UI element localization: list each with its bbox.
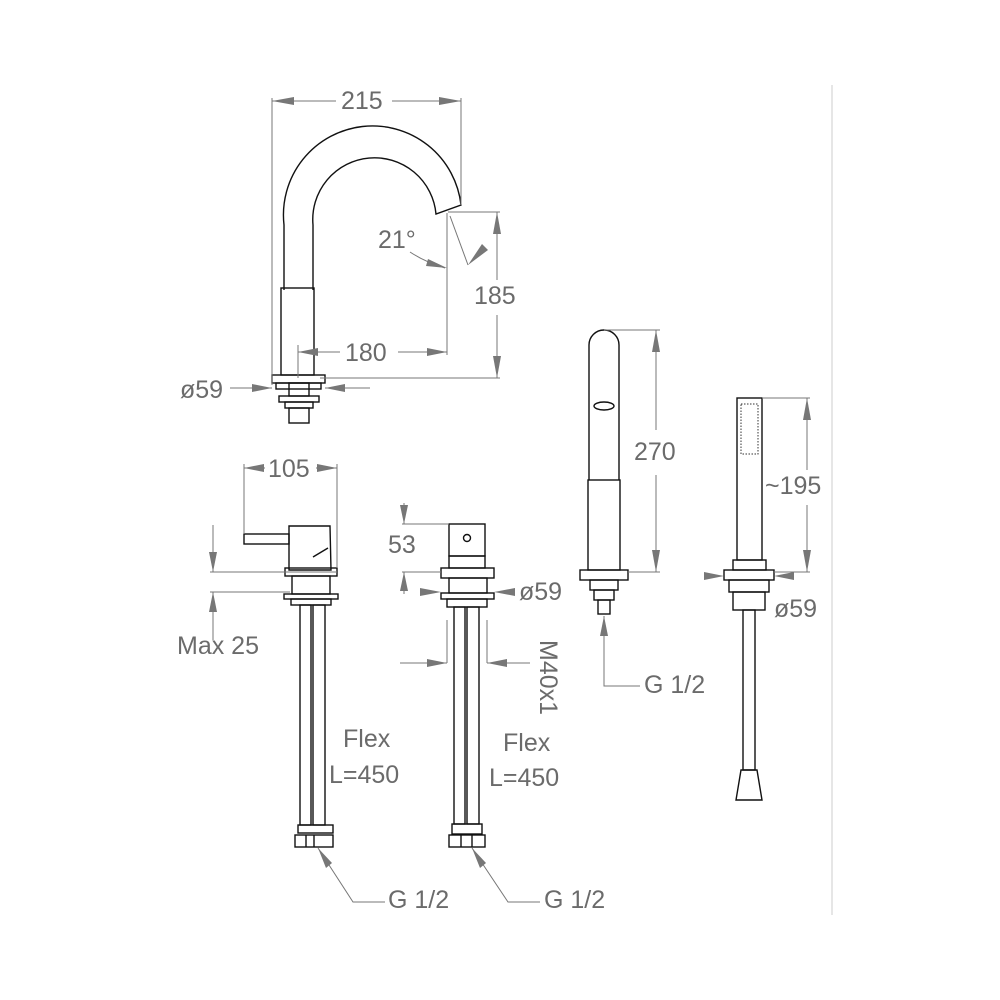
- diverter-diameter-label: ø59: [519, 578, 563, 606]
- diverter-thread-label: M40x1: [534, 640, 562, 716]
- mixer-hose-length-label: L=450: [329, 761, 400, 789]
- hand-shower-height-label: ~195: [765, 472, 822, 500]
- hand-shower-drawing: [723, 397, 775, 801]
- diverter-hose-length-label: L=450: [489, 764, 560, 792]
- mixer-hose-label: Flex: [343, 725, 391, 753]
- diverter-hose-label: Flex: [503, 729, 551, 757]
- mixer-connection-label: G 1/2: [388, 886, 450, 914]
- handle-height-label: 270: [634, 438, 676, 466]
- spout-height-label: 185: [474, 282, 516, 310]
- diverter-dimensions: [400, 503, 540, 903]
- mixer-width-label: 105: [268, 455, 310, 483]
- handle-dimensions: [600, 329, 660, 687]
- spout-width-label: 215: [341, 87, 383, 115]
- mixer-dimensions: [209, 464, 385, 903]
- diverter-drawing: [440, 523, 495, 848]
- spout-reach-label: 180: [345, 339, 387, 367]
- hand-shower-dimensions: [704, 397, 811, 580]
- mixer-deck-label: Max 25: [177, 632, 259, 660]
- handle-drawing: [579, 329, 629, 615]
- diverter-connection-label: G 1/2: [544, 886, 606, 914]
- hand-shower-diameter-label: ø59: [774, 595, 818, 623]
- spout-angle-label: 21°: [378, 226, 416, 254]
- spout-dimensions: [230, 97, 501, 392]
- mixer-drawing: [243, 525, 339, 848]
- diverter-height-label: 53: [388, 531, 416, 559]
- handle-connection-label: G 1/2: [644, 671, 706, 699]
- spout-diameter-label: ø59: [180, 376, 224, 404]
